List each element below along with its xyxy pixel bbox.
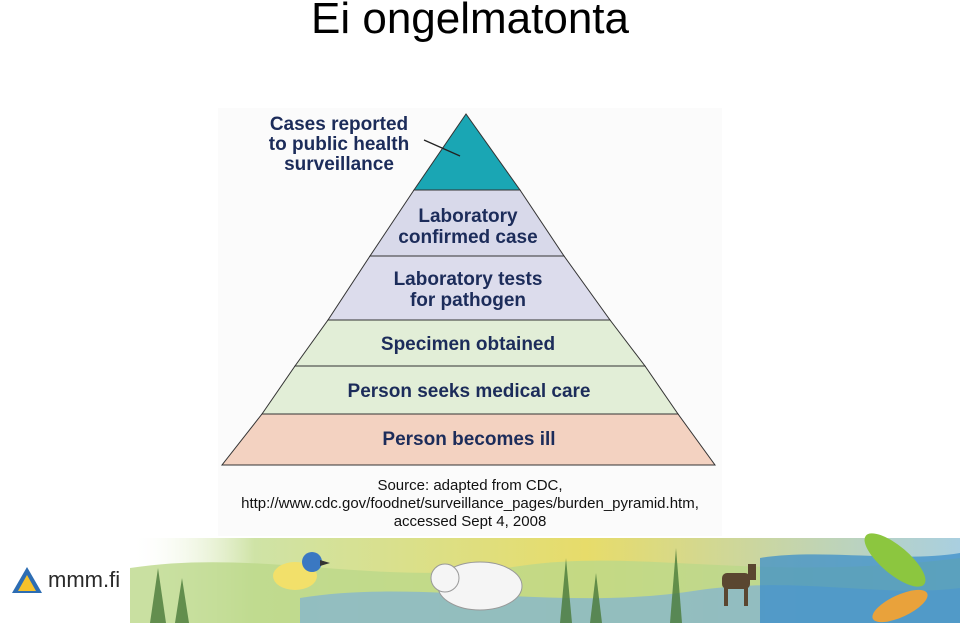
apex-label-line-2: to public health	[269, 134, 409, 155]
level-4-label: Person seeks medical care	[348, 381, 591, 402]
moose-illustration	[722, 564, 756, 606]
logo-mark-icon	[12, 567, 42, 593]
source-line-3: accessed Sept 4, 2008	[394, 513, 547, 530]
apex-label-line-3: surveillance	[284, 154, 394, 175]
fish-illustration	[864, 533, 928, 623]
bird-illustration	[273, 552, 330, 590]
mmm-logo: mmm.fi	[10, 565, 120, 595]
level-3-label: Specimen obtained	[381, 334, 555, 355]
pyramid-apex	[413, 113, 521, 191]
logo-text: mmm.fi	[48, 567, 121, 592]
level-2-label-line-2: for pathogen	[410, 290, 526, 311]
landscape-illustration	[130, 533, 960, 623]
slide-title: Ei ongelmatonta	[311, 0, 629, 43]
cow-illustration	[430, 561, 523, 611]
source-line-1: Source: adapted from CDC,	[377, 477, 562, 494]
apex-leader-line	[423, 139, 461, 157]
level-2-label-line-1: Laboratory tests	[394, 269, 543, 290]
pyramid-level-5	[220, 413, 716, 466]
source-line-2: http://www.cdc.gov/foodnet/surveillance_…	[241, 495, 699, 512]
level-5-label: Person becomes ill	[382, 429, 555, 450]
level-1-label-line-1: Laboratory	[418, 206, 518, 227]
level-1-label-line-2: confirmed case	[398, 227, 537, 248]
apex-label-line-1: Cases reported	[270, 114, 408, 135]
footer-banner	[0, 528, 960, 623]
